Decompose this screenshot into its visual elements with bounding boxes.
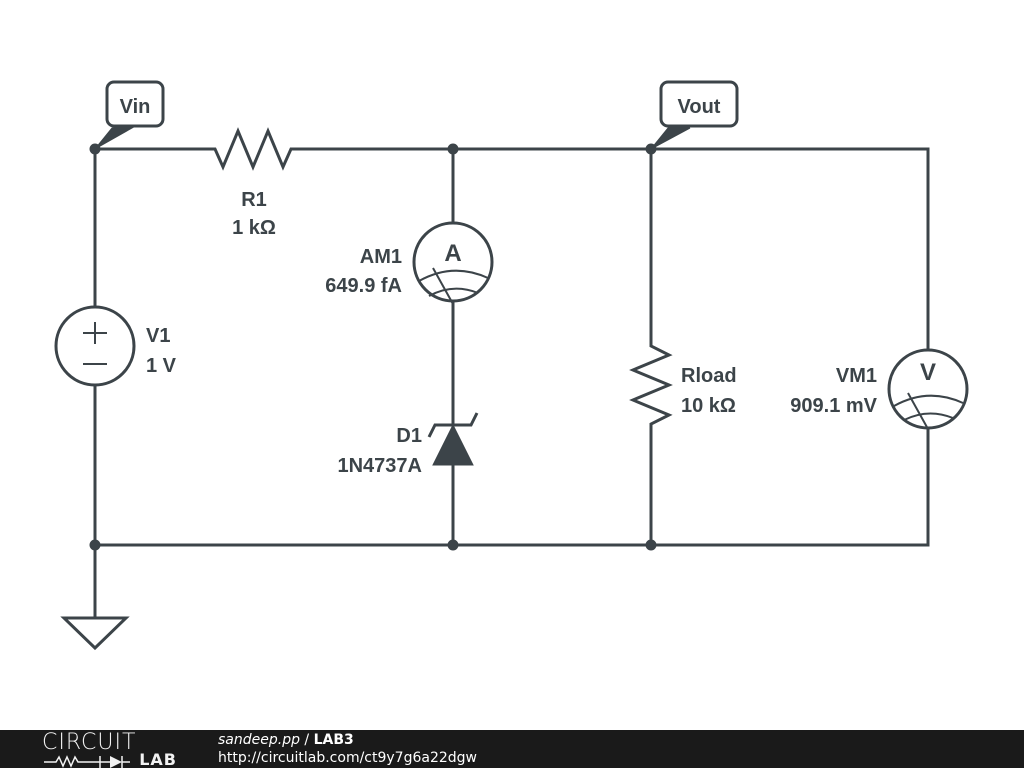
- junction-dot: [89, 539, 101, 551]
- junction-dot: [645, 539, 657, 551]
- project-name[interactable]: LAB3: [313, 732, 354, 748]
- net-label-box: [659, 80, 739, 128]
- logo-lab-text: LAB: [139, 750, 177, 769]
- circuit-schematic: Vin Vout R1 1 kΩ V1 1 V A AM1 649.9 fA D…: [54, 80, 969, 651]
- am1-name-label: AM1: [360, 246, 402, 268]
- vm1-value-label: 909.1 mV: [790, 395, 877, 417]
- resistor-r1-zigzag: [208, 127, 298, 171]
- ammeter-letter: A: [444, 240, 461, 267]
- circuit-url[interactable]: http://circuitlab.com/ct9y7g6a22dgw: [218, 750, 477, 766]
- meter-scale-icon: [418, 267, 489, 305]
- ammeter-am1[interactable]: A AM1 649.9 fA: [325, 221, 494, 305]
- d1-name-label: D1: [396, 425, 422, 447]
- resistor-r1[interactable]: R1 1 kΩ: [208, 127, 298, 239]
- junction-dot: [447, 143, 459, 155]
- zener-bar: [427, 412, 479, 438]
- circuit-info: sandeep.pp / LAB3 http://circuitlab.com/…: [218, 731, 477, 767]
- vm1-name-label: VM1: [836, 365, 877, 387]
- wire-top-mid: [296, 147, 930, 352]
- resistor-rload-zigzag: [629, 340, 673, 432]
- rload-value-label: 10 kΩ: [681, 395, 736, 417]
- net-label-vin-text: Vin: [120, 96, 151, 118]
- author-name[interactable]: sandeep.pp: [218, 732, 300, 748]
- ground-icon: [60, 616, 130, 651]
- junction-dot: [447, 539, 459, 551]
- r1-name-label: R1: [241, 189, 267, 211]
- net-label-vout-text: Vout: [678, 96, 721, 118]
- r1-value-label: 1 kΩ: [232, 217, 276, 239]
- net-label-pointer: [650, 127, 691, 150]
- net-label-box: [105, 80, 165, 128]
- am1-value-label: 649.9 fA: [325, 275, 402, 297]
- v1-name-label: V1: [146, 325, 170, 347]
- logo-circuit-text: CIRCUIT: [42, 730, 137, 755]
- plus-icon: [83, 322, 107, 344]
- resistor-rload[interactable]: Rload 10 kΩ: [629, 340, 737, 432]
- logo-resistor-diode-icon: [44, 755, 130, 768]
- wires: [93, 147, 930, 620]
- voltmeter-letter: V: [920, 359, 936, 386]
- v1-value-label: 1 V: [146, 355, 177, 377]
- d1-value-label: 1N4737A: [337, 455, 422, 477]
- circuitlab-logo[interactable]: CIRCUIT LAB: [42, 730, 177, 769]
- net-label-pointer: [94, 127, 134, 150]
- title-separator: /: [299, 732, 314, 748]
- voltage-source-circle: [54, 305, 136, 387]
- voltmeter-vm1[interactable]: V VM1 909.1 mV: [790, 348, 969, 430]
- net-label-vin[interactable]: Vin: [94, 80, 165, 150]
- circuit-title-line: sandeep.pp / LAB3: [218, 731, 477, 749]
- wire-bottom: [93, 426, 930, 547]
- junctions: [89, 143, 657, 551]
- meter-scale-icon: [893, 392, 964, 430]
- rload-name-label: Rload: [681, 365, 737, 387]
- footer-bar: CIRCUIT LAB sandeep.pp / LAB3 http://cir…: [0, 730, 1024, 769]
- ammeter-circle: [412, 221, 494, 303]
- ground-symbol: [60, 616, 130, 651]
- diode-triangle: [432, 423, 474, 466]
- net-label-vout[interactable]: Vout: [650, 80, 739, 150]
- zener-diode-d1[interactable]: D1 1N4737A: [337, 412, 479, 477]
- voltage-source-v1[interactable]: V1 1 V: [54, 305, 177, 387]
